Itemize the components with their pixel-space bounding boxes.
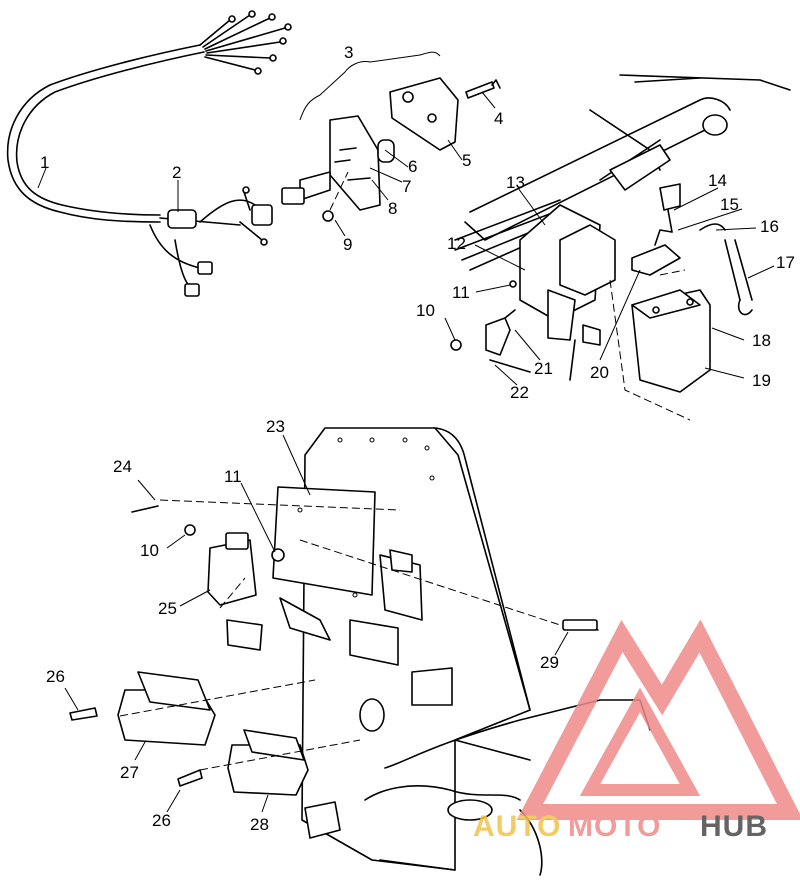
callout-8: 8 — [388, 199, 397, 218]
callout-10: 10 — [416, 301, 435, 320]
callout-17: 17 — [776, 253, 795, 272]
callout-14: 14 — [708, 171, 727, 190]
callout-24: 24 — [113, 457, 132, 476]
callout-19: 19 — [752, 371, 771, 390]
callout-11: 11 — [452, 283, 470, 302]
callout-1: 1 — [40, 153, 49, 172]
lower-components — [69, 499, 599, 796]
callout-labels: 1 2 3 4 5 6 7 8 9 10 11 12 13 14 15 16 1… — [40, 43, 795, 834]
callout-23: 23 — [266, 417, 285, 436]
callout-10b: 10 — [140, 541, 159, 560]
watermark-logo: AUTO MOTO HUB — [473, 619, 800, 843]
callout-2: 2 — [172, 163, 181, 182]
callout-29: 29 — [540, 653, 559, 672]
callout-25: 25 — [158, 599, 177, 618]
callout-22: 22 — [510, 383, 529, 402]
callout-11b: 11 — [224, 467, 242, 486]
callout-4: 4 — [494, 109, 503, 128]
callout-9: 9 — [343, 235, 352, 254]
callout-28: 28 — [250, 815, 269, 834]
watermark-triangle-icon — [516, 619, 800, 820]
callout-21: 21 — [534, 359, 553, 378]
callout-12: 12 — [447, 234, 466, 253]
frame-battery-section — [450, 74, 791, 421]
callout-27: 27 — [120, 763, 139, 782]
callout-3: 3 — [344, 43, 353, 62]
watermark-text-auto: AUTO — [473, 810, 561, 843]
callout-26b: 26 — [152, 811, 171, 830]
callout-15: 15 — [720, 195, 739, 214]
mounting-panel-section — [272, 427, 651, 876]
callout-7: 7 — [402, 177, 411, 196]
wiring-harness — [6, 10, 292, 297]
callout-13: 13 — [506, 173, 525, 192]
callout-26: 26 — [46, 667, 65, 686]
callout-6: 6 — [408, 157, 417, 176]
callout-16: 16 — [760, 217, 779, 236]
callout-20: 20 — [590, 363, 609, 382]
watermark-text-hub: HUB — [700, 810, 768, 843]
leader-lines — [37, 91, 775, 813]
watermark-text-moto: MOTO — [568, 810, 661, 843]
taillight-assembly — [281, 51, 501, 222]
callout-18: 18 — [752, 331, 771, 350]
callout-5: 5 — [462, 151, 471, 170]
